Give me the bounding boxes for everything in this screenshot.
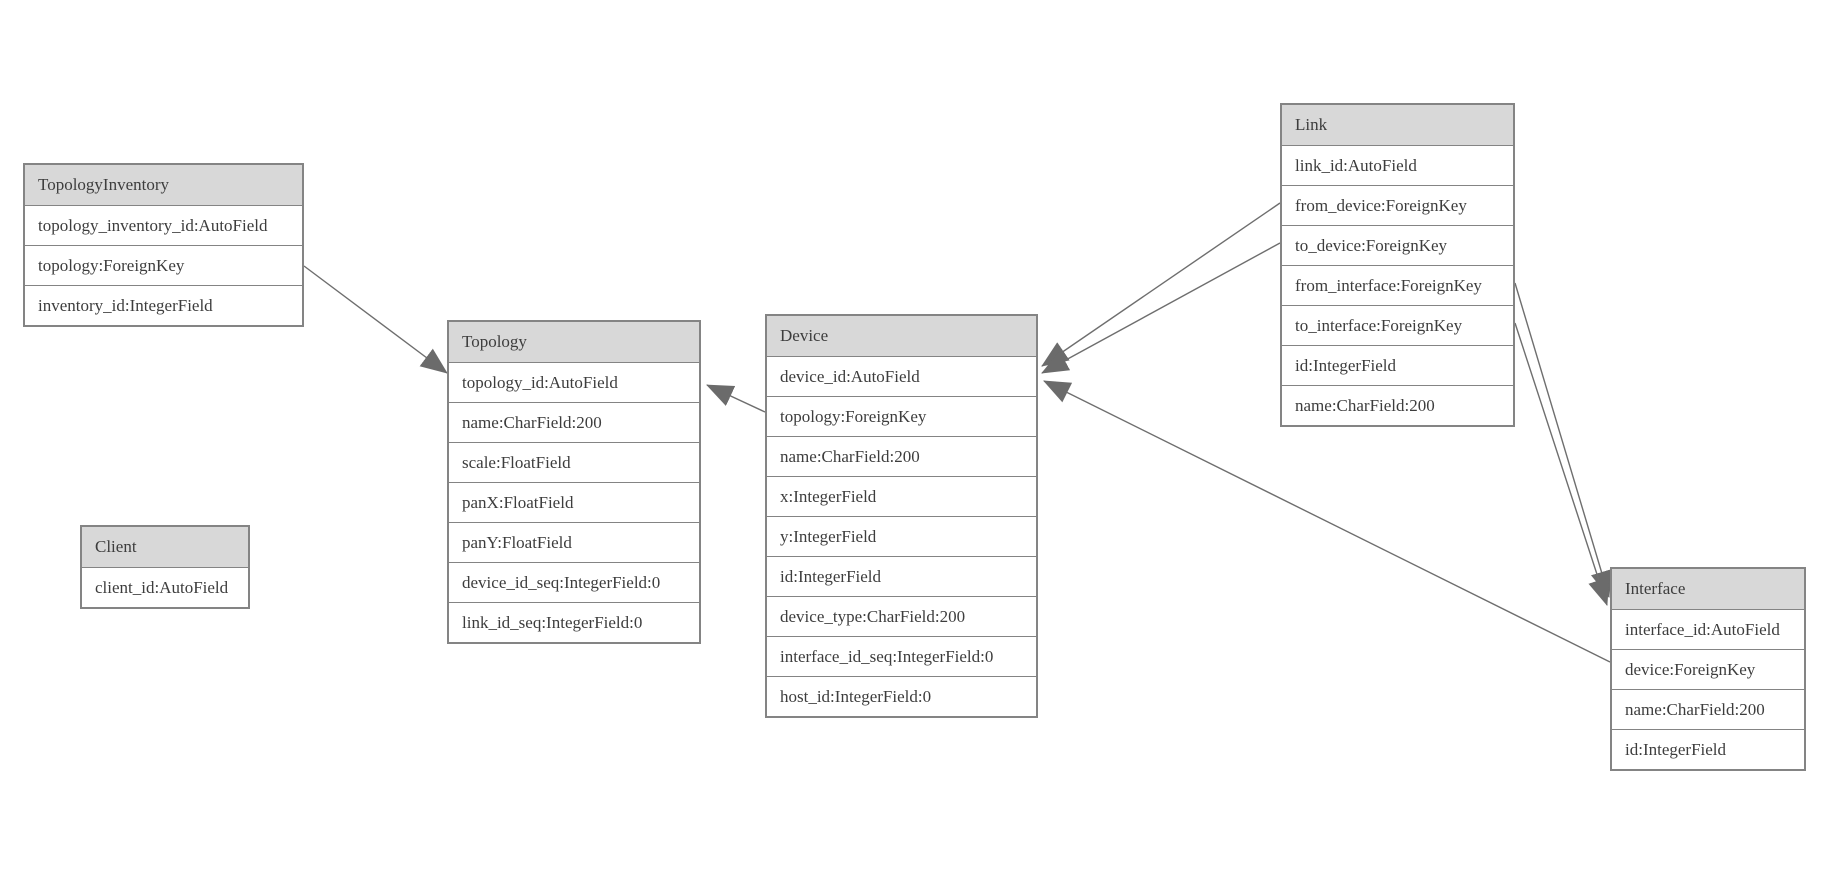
field-row: topology:ForeignKey bbox=[25, 246, 302, 286]
field-row: device_type:CharField:200 bbox=[767, 597, 1036, 637]
entity-table-title: Device bbox=[767, 316, 1036, 357]
field-row: to_interface:ForeignKey bbox=[1282, 306, 1513, 346]
edge-link-to_interface-to-interface bbox=[1514, 322, 1610, 606]
field-row: device:ForeignKey bbox=[1612, 650, 1804, 690]
field-row: device_id:AutoField bbox=[767, 357, 1036, 397]
field-row: id:IntegerField bbox=[1282, 346, 1513, 386]
field-row: client_id:AutoField bbox=[82, 568, 248, 607]
edge-device-topology-to-topology bbox=[706, 384, 766, 413]
field-row: inventory_id:IntegerField bbox=[25, 286, 302, 325]
field-row: panY:FloatField bbox=[449, 523, 699, 563]
field-row: x:IntegerField bbox=[767, 477, 1036, 517]
field-row: interface_id:AutoField bbox=[1612, 610, 1804, 650]
field-row: from_device:ForeignKey bbox=[1282, 186, 1513, 226]
field-row: y:IntegerField bbox=[767, 517, 1036, 557]
field-row: name:CharField:200 bbox=[1282, 386, 1513, 425]
field-row: scale:FloatField bbox=[449, 443, 699, 483]
entity-table-title: Topology bbox=[449, 322, 699, 363]
edge-link-from_interface-to-interface bbox=[1514, 282, 1613, 598]
edge-topologyinventory-topology-to-topology bbox=[303, 265, 448, 374]
field-row: name:CharField:200 bbox=[767, 437, 1036, 477]
edge-link-from_device-to-device bbox=[1041, 202, 1281, 367]
field-row: topology_id:AutoField bbox=[449, 363, 699, 403]
entity-table-title: Link bbox=[1282, 105, 1513, 146]
field-row: topology:ForeignKey bbox=[767, 397, 1036, 437]
field-row: id:IntegerField bbox=[1612, 730, 1804, 769]
field-row: link_id_seq:IntegerField:0 bbox=[449, 603, 699, 642]
field-row: id:IntegerField bbox=[767, 557, 1036, 597]
field-row: name:CharField:200 bbox=[449, 403, 699, 443]
field-row: device_id_seq:IntegerField:0 bbox=[449, 563, 699, 603]
entity-table-title: TopologyInventory bbox=[25, 165, 302, 206]
field-row: to_device:ForeignKey bbox=[1282, 226, 1513, 266]
field-row: topology_inventory_id:AutoField bbox=[25, 206, 302, 246]
field-row: host_id:IntegerField:0 bbox=[767, 677, 1036, 716]
field-row: from_interface:ForeignKey bbox=[1282, 266, 1513, 306]
entity-table-title: Client bbox=[82, 527, 248, 568]
field-row: name:CharField:200 bbox=[1612, 690, 1804, 730]
entity-table-title: Interface bbox=[1612, 569, 1804, 610]
edge-link-to_device-to-device bbox=[1041, 242, 1281, 374]
field-row: interface_id_seq:IntegerField:0 bbox=[767, 637, 1036, 677]
field-row: link_id:AutoField bbox=[1282, 146, 1513, 186]
field-row: panX:FloatField bbox=[449, 483, 699, 523]
